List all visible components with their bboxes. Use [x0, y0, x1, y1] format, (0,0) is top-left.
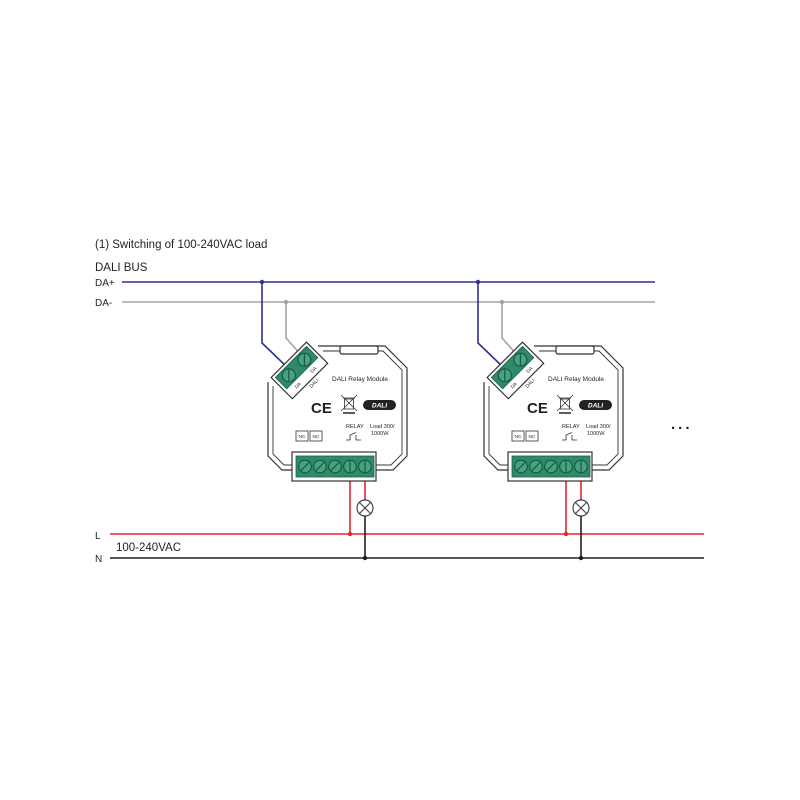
module-housing-inner [272, 350, 403, 466]
dali-logo: DALI [579, 400, 612, 410]
dali-logo: DALI [363, 400, 396, 410]
ce-mark: CE [527, 400, 548, 417]
diagram-title: (1) Switching of 100-240VAC load [95, 239, 267, 251]
nc-terminal-2: NC [309, 430, 323, 442]
screw-icon [574, 459, 588, 474]
module-name: DALI Relay Module [548, 376, 604, 383]
load-rating-line1: Load 300/ [586, 424, 611, 430]
da-plus-junction [259, 279, 265, 285]
nc-label-2: NC [529, 434, 536, 440]
load-rating-line2: 1000W [371, 431, 389, 437]
output-terminal-block [507, 451, 593, 482]
terminal-label-dali: DALI [525, 378, 537, 390]
nc-label-2: NC [313, 434, 320, 440]
da-plus-wire [477, 282, 505, 369]
neutral-label: N [95, 554, 102, 565]
screw-icon [514, 459, 528, 474]
live-label: L [95, 531, 101, 542]
terminal-label-dali: DALI [309, 378, 321, 390]
da-plus-label: DA+ [95, 278, 115, 289]
relay-switch-icon [562, 432, 577, 441]
da-minus-wire [285, 302, 303, 357]
neutral-junction [362, 555, 368, 561]
dali-logo-text: DALI [588, 403, 603, 410]
relay-module: DA DA DALI DALI Relay Module CE DALI NC [267, 341, 408, 482]
nc-terminal-1: NC [511, 430, 525, 442]
nc-label-1: NC [515, 434, 522, 440]
relay-module: DA DA DALI DALI Relay Module CE DALI NC [483, 341, 624, 482]
terminal-label-da-2: DA [309, 365, 319, 375]
screw-icon [544, 459, 558, 474]
screw-icon [358, 459, 372, 474]
nc-terminal-1: NC [295, 430, 309, 442]
lamp-icon [356, 499, 374, 517]
terminal-label-da-1: DA [294, 381, 304, 391]
dali-input-terminal: DA DA DALI [486, 341, 545, 400]
housing-tab [339, 345, 379, 355]
relay-switch-icon [346, 432, 361, 441]
load-rating-line2: 1000W [587, 431, 605, 437]
screw-icon [497, 368, 512, 383]
da-minus-wire [501, 302, 519, 357]
screw-icon [343, 459, 357, 474]
nc-label-1: NC [299, 434, 306, 440]
da-plus-wire [261, 282, 289, 369]
live-junction [347, 531, 353, 537]
nc-terminal-2: NC [525, 430, 539, 442]
screw-icon [313, 459, 327, 474]
screw-icon [298, 459, 312, 474]
module-housing-inner [488, 350, 619, 466]
ce-mark: CE [311, 400, 332, 417]
load-rating-line1: Load 300/ [370, 424, 395, 430]
screw-icon [559, 459, 573, 474]
da-plus-junction [475, 279, 481, 285]
relay-label: RELAY [562, 424, 580, 430]
dali-bus-label: DALI BUS [95, 262, 148, 274]
live-junction [563, 531, 569, 537]
da-minus-label: DA- [95, 298, 112, 309]
more-modules-ellipsis: ... [671, 416, 693, 433]
module-name: DALI Relay Module [332, 376, 388, 383]
neutral-junction [578, 555, 584, 561]
relay-module-unit-2: DA DA DALI DALI Relay Module CE DALI NC [475, 279, 624, 561]
screw-icon [281, 368, 296, 383]
da-minus-junction [499, 299, 505, 305]
dali-logo-text: DALI [372, 403, 387, 410]
screw-icon [513, 352, 528, 367]
screw-icon [297, 352, 312, 367]
terminal-label-da-1: DA [510, 381, 520, 391]
relay-module-unit-1: DA DA DALI DALI Relay Module CE DALI NC [259, 279, 408, 561]
screw-icon [328, 459, 342, 474]
lamp-icon [572, 499, 590, 517]
weee-bin-icon [340, 394, 358, 414]
mains-voltage-label: 100-240VAC [116, 542, 181, 554]
output-terminal-block [291, 451, 377, 482]
dali-input-terminal: DA DA DALI [270, 341, 329, 400]
screw-icon [529, 459, 543, 474]
relay-label: RELAY [346, 424, 364, 430]
da-minus-junction [283, 299, 289, 305]
weee-bin-icon [556, 394, 574, 414]
housing-tab [555, 345, 595, 355]
terminal-label-da-2: DA [525, 365, 535, 375]
